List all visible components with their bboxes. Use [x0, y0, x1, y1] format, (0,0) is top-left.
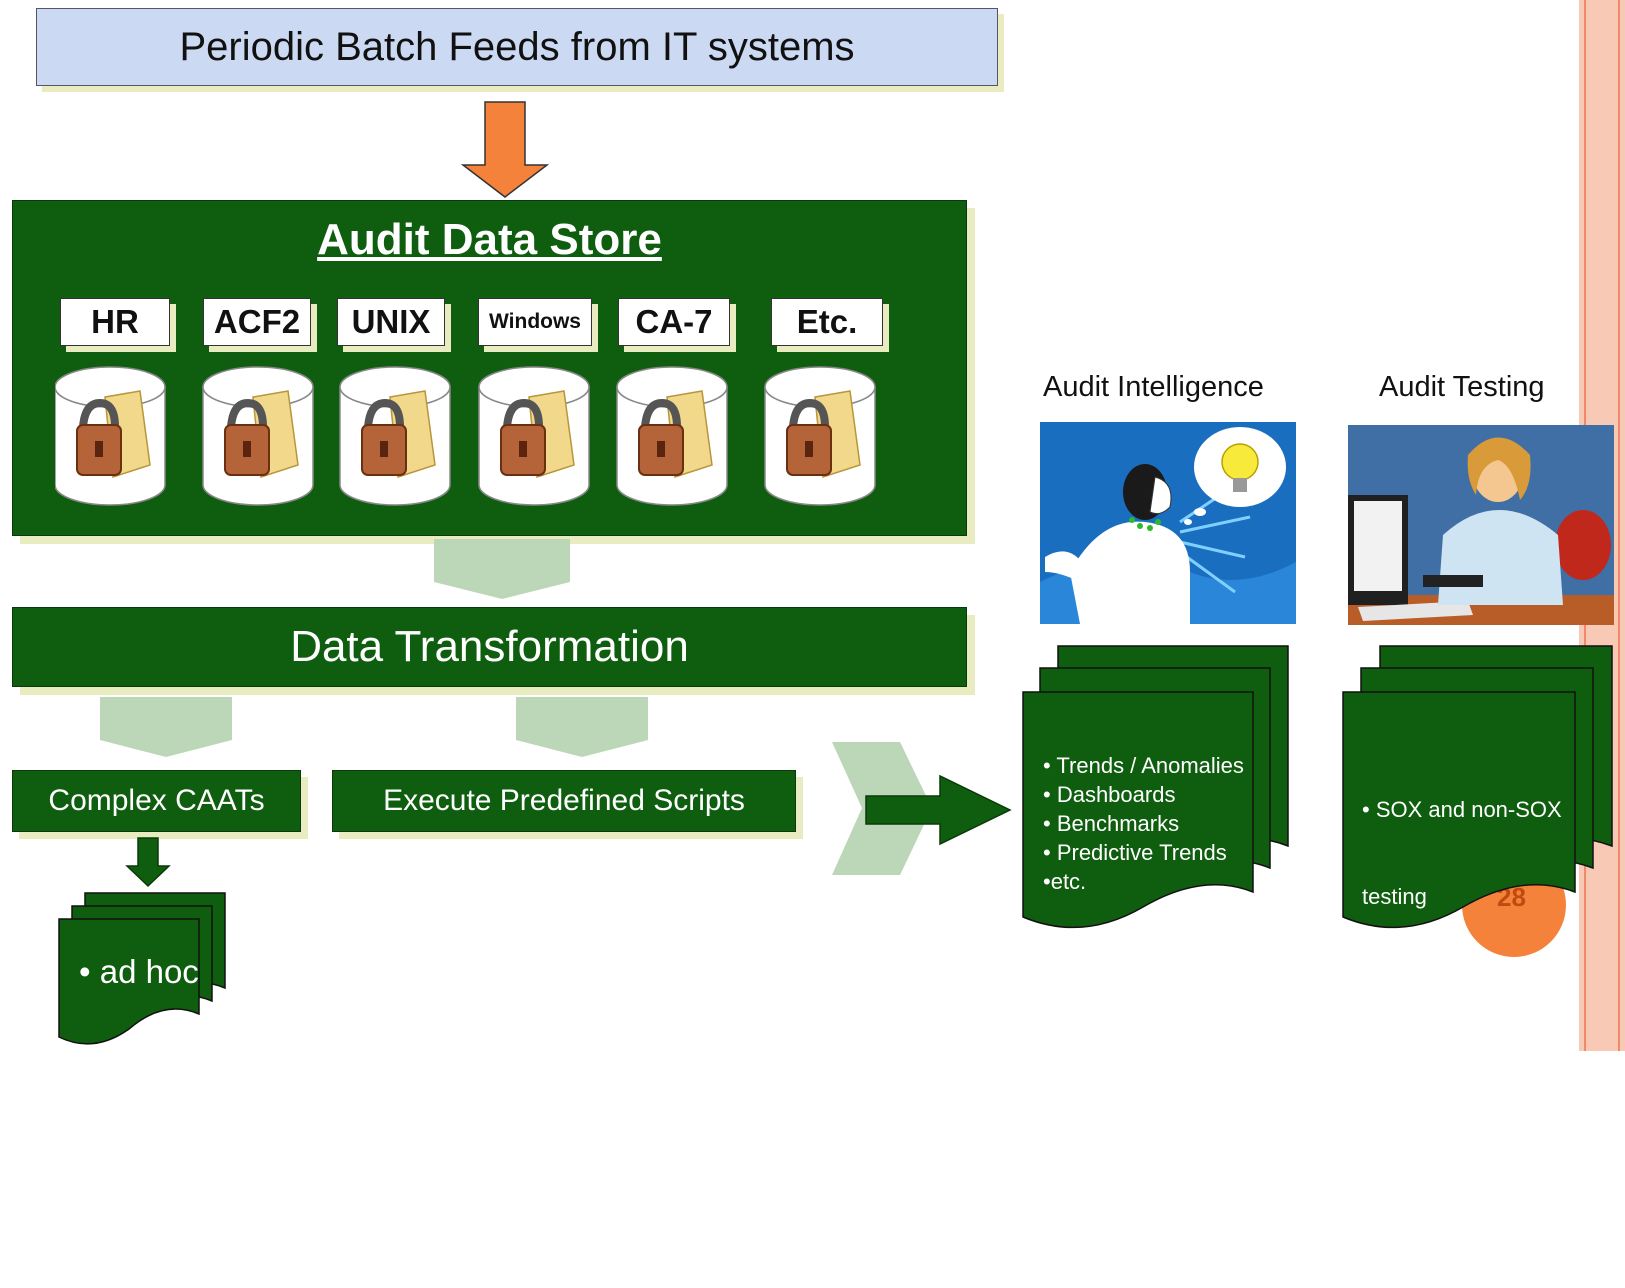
- testing-item: • Exceptions: [1362, 1145, 1484, 1170]
- locked-database-icon: [617, 367, 727, 505]
- testing-item: • SOX and non-SOX: [1362, 797, 1562, 822]
- woman-on-phone-clipart: [1348, 425, 1614, 625]
- system-label-hr: HR: [60, 298, 170, 346]
- intelligence-item: •etc.: [1043, 869, 1087, 894]
- intelligence-list: • Trends / Anomalies • Dashboards • Benc…: [1043, 751, 1244, 896]
- predefined-scripts-box: Execute Predefined Scripts: [332, 770, 796, 832]
- banner-text: Periodic Batch Feeds from IT systems: [179, 24, 855, 69]
- complex-caats-label: Complex CAATs: [48, 784, 265, 817]
- system-label-text: ACF2: [213, 303, 301, 340]
- locked-database-icon: [479, 367, 589, 505]
- system-label-text: HR: [91, 303, 139, 340]
- system-label-text: UNIX: [351, 303, 431, 340]
- chevron-down-icon: [516, 697, 648, 757]
- locked-database-icon: [55, 367, 165, 505]
- testing-list: • SOX and non-SOX testing • Data Metrics…: [1362, 737, 1562, 1288]
- testing-item: • Queries: [1362, 1058, 1453, 1083]
- chevron-down-icon: [434, 539, 570, 599]
- orange-down-arrow-icon: [460, 101, 550, 198]
- transform-title: Data Transformation: [290, 622, 689, 671]
- chevron-right-arrow-icon: [832, 742, 1012, 875]
- locked-database-icon: [340, 367, 450, 505]
- green-down-arrow-icon: [125, 837, 171, 888]
- locked-database-icon: [765, 367, 875, 505]
- testing-item: • Data Metrics: [1362, 971, 1500, 996]
- system-label-ca7: CA-7: [618, 298, 730, 346]
- intelligence-item: • Predictive Trends: [1043, 840, 1227, 865]
- database-cylinders: [55, 365, 905, 515]
- chevron-down-icon: [100, 697, 232, 757]
- thinking-person-clipart: [1040, 422, 1296, 624]
- system-label-etc: Etc.: [771, 298, 883, 346]
- system-label-acf2: ACF2: [203, 298, 311, 346]
- store-title: Audit Data Store: [317, 215, 662, 264]
- system-label-text: Etc.: [796, 303, 858, 340]
- predefined-scripts-label: Execute Predefined Scripts: [383, 784, 745, 817]
- system-label-unix: UNIX: [337, 298, 445, 346]
- locked-database-icon: [203, 367, 313, 505]
- complex-caats-box: Complex CAATs: [12, 770, 301, 832]
- testing-item: • etc.: [1362, 1232, 1412, 1257]
- intelligence-item: • Dashboards: [1043, 782, 1176, 807]
- intelligence-item: • Benchmarks: [1043, 811, 1180, 836]
- audit-intelligence-caption: Audit Intelligence: [1043, 371, 1264, 403]
- adhoc-text: • ad hoc: [79, 953, 199, 990]
- system-label-text: Windows: [489, 310, 581, 333]
- testing-item: testing: [1362, 884, 1427, 909]
- system-label-windows: Windows: [478, 298, 592, 346]
- audit-testing-caption: Audit Testing: [1379, 371, 1545, 403]
- system-label-text: CA-7: [635, 303, 713, 340]
- intelligence-item: • Trends / Anomalies: [1043, 753, 1244, 778]
- batch-feeds-banner: Periodic Batch Feeds from IT systems: [36, 8, 998, 86]
- data-transformation-box: Data Transformation: [12, 607, 967, 687]
- audit-data-store: Audit Data Store HR ACF2 UNIX Windows CA…: [12, 200, 967, 536]
